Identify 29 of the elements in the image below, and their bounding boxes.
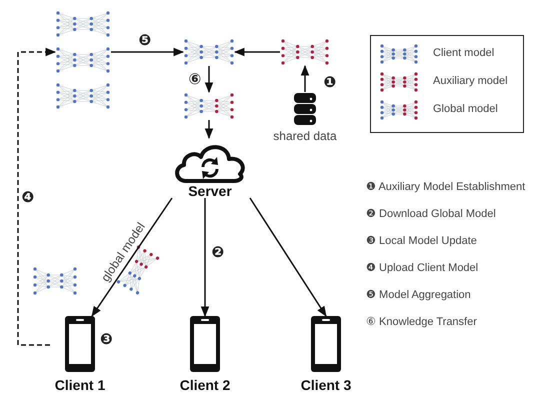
step-number: ❶ [322,74,338,90]
arrow [200,198,210,318]
step-number: ❺ [138,32,152,48]
node-label: Client 3 [300,377,352,393]
legend-label: Global model [433,103,498,115]
step-description: ❷ Download Global Model [366,207,496,220]
step-number: ❹ [20,188,36,206]
node-label: shared data [272,129,338,143]
arrow [204,120,214,140]
arrow [249,198,327,317]
step-number: ⑥ [188,70,202,88]
legend-label: Client model [433,47,494,59]
arrow [204,66,214,94]
dashed-arrow [17,48,56,346]
step-description: ❺ Model Aggregation [366,288,471,301]
step-description: ❹ Upload Client Model [366,261,478,274]
step-description: ❶ Auxiliary Model Establishment [366,180,526,193]
node-label: Server [187,183,233,199]
step-number: ❷ [210,244,226,260]
arrow [111,48,184,56]
arrow [234,48,280,56]
step-description: ⑥ Knowledge Transfer [366,315,477,328]
legend-label: Auxiliary model [433,75,508,87]
node-label: Client 2 [178,377,232,393]
arrow [300,64,310,92]
step-description: ❸ Local Model Update [366,234,477,247]
arrow [91,198,173,317]
step-number: ❸ [100,332,113,347]
node-label: Client 1 [54,377,106,393]
